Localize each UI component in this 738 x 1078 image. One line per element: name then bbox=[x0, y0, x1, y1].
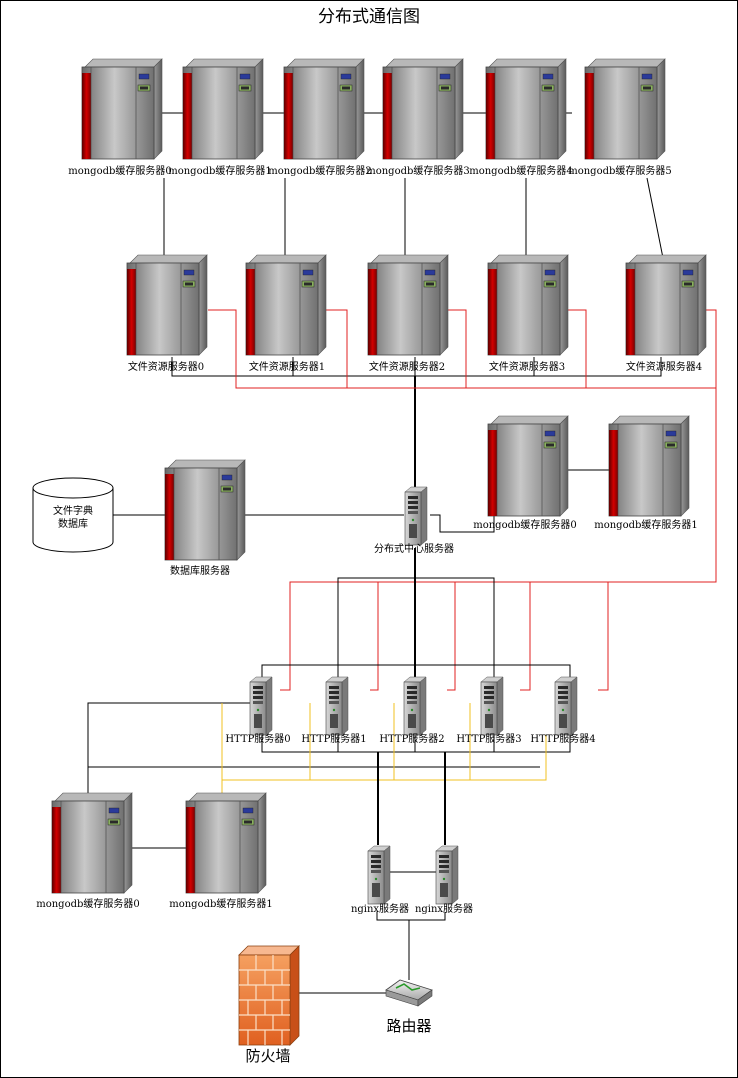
server-label: mongodb缓存服务器4 bbox=[469, 164, 573, 177]
server-label: HTTP服务器1 bbox=[301, 732, 366, 745]
rack-server[interactable]: mongodb缓存服务器0 bbox=[36, 792, 140, 910]
tower-server[interactable]: HTTP服务器3 bbox=[456, 676, 522, 745]
server-label: mongodb缓存服务器0 bbox=[473, 518, 577, 531]
server-label: mongodb缓存服务器1 bbox=[168, 164, 272, 177]
rack-server[interactable]: 文件资源服务器1 bbox=[245, 254, 327, 373]
rack-server[interactable]: 数据库服务器 bbox=[164, 459, 246, 577]
server-label: mongodb缓存服务器0 bbox=[36, 897, 140, 910]
rack-server[interactable]: 文件资源服务器4 bbox=[625, 254, 707, 373]
tower-server[interactable]: HTTP服务器4 bbox=[530, 676, 596, 745]
rack-server[interactable]: mongodb缓存服务器3 bbox=[366, 58, 470, 177]
tower-server[interactable]: HTTP服务器2 bbox=[379, 676, 445, 745]
rack-server[interactable]: mongodb缓存服务器5 bbox=[568, 58, 672, 177]
server-label: mongodb缓存服务器1 bbox=[594, 518, 698, 531]
tower-server[interactable]: 分布式中心服务器 bbox=[374, 486, 454, 555]
router-label: 路由器 bbox=[386, 1017, 431, 1035]
rack-server[interactable]: mongodb缓存服务器1 bbox=[169, 792, 273, 910]
tower-server[interactable]: HTTP服务器0 bbox=[225, 676, 291, 745]
rack-server[interactable]: mongodb缓存服务器2 bbox=[268, 58, 372, 177]
diagram-title: 分布式通信图 bbox=[318, 7, 420, 27]
server-label: HTTP服务器0 bbox=[225, 732, 290, 745]
router[interactable]: 路由器 bbox=[385, 979, 433, 1035]
tower-server[interactable]: nginx服务器 bbox=[415, 845, 473, 915]
rack-server[interactable]: 文件资源服务器3 bbox=[487, 254, 569, 373]
rack-server[interactable]: 文件资源服务器2 bbox=[367, 254, 449, 373]
server-label: 分布式中心服务器 bbox=[374, 542, 454, 555]
server-label: HTTP服务器2 bbox=[379, 732, 444, 745]
server-label: nginx服务器 bbox=[415, 902, 473, 915]
connections bbox=[87, 112, 717, 994]
server-label: 文件资源服务器0 bbox=[128, 360, 204, 373]
server-label: 文件资源服务器3 bbox=[489, 360, 565, 373]
firewall-label: 防火墙 bbox=[245, 1047, 290, 1065]
server-label: mongodb缓存服务器3 bbox=[366, 164, 470, 177]
tower-server[interactable]: nginx服务器 bbox=[351, 845, 409, 915]
server-label: 文件资源服务器1 bbox=[249, 360, 325, 373]
server-label: HTTP服务器3 bbox=[456, 732, 521, 745]
router-signal-icon bbox=[395, 983, 421, 991]
server-label: 数据库服务器 bbox=[170, 564, 230, 577]
server-label: 文件资源服务器2 bbox=[369, 360, 445, 373]
server-label: mongodb缓存服务器5 bbox=[568, 164, 672, 177]
rack-server[interactable]: 文件资源服务器0 bbox=[126, 254, 208, 373]
server-label: 文件资源服务器4 bbox=[626, 360, 702, 373]
rack-server[interactable]: mongodb缓存服务器1 bbox=[168, 58, 272, 177]
server-label: HTTP服务器4 bbox=[530, 732, 595, 745]
server-label: mongodb缓存服务器2 bbox=[268, 164, 372, 177]
database-label-line1: 文件字典 bbox=[53, 504, 93, 517]
rack-server[interactable]: mongodb缓存服务器1 bbox=[594, 415, 698, 531]
rack-server[interactable]: mongodb缓存服务器4 bbox=[469, 58, 573, 177]
tower-server[interactable]: HTTP服务器1 bbox=[301, 676, 367, 745]
rack-server[interactable]: mongodb缓存服务器0 bbox=[68, 58, 172, 177]
server-label: mongodb缓存服务器1 bbox=[169, 897, 273, 910]
server-label: nginx服务器 bbox=[351, 902, 409, 915]
server-label: mongodb缓存服务器0 bbox=[68, 164, 172, 177]
dictionary-database[interactable]: 文件字典 数据库 bbox=[32, 477, 114, 553]
database-label-line2: 数据库 bbox=[58, 517, 88, 530]
brick-icon bbox=[239, 955, 290, 1045]
firewall[interactable]: 防火墙 bbox=[238, 945, 300, 1065]
rack-server[interactable]: mongodb缓存服务器0 bbox=[473, 415, 577, 531]
